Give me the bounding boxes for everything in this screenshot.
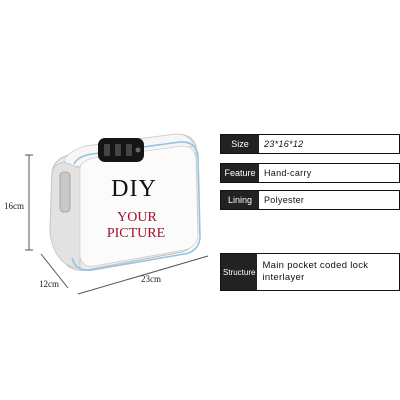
depth-dimension-line (40, 253, 69, 289)
case-front (79, 145, 199, 267)
spec-label-lining: Lining (221, 191, 259, 209)
zipper-line (71, 141, 201, 272)
width-dimension-label: 23cm (141, 274, 161, 284)
diy-print-line1: YOUR (117, 210, 157, 225)
height-dimension-label: 16cm (4, 201, 24, 211)
product-illustration: 16cm 12cm 23cm DIY YOUR PICTURE (4, 133, 209, 295)
diy-print-line2: PICTURE (106, 226, 166, 241)
case-side (49, 161, 81, 269)
spec-row-feature: Feature Hand-carry (220, 163, 400, 183)
width-dimension-line (77, 255, 209, 295)
spec-row-size: Size 23*16*12 (220, 134, 400, 154)
diy-print-title: DIY (111, 176, 157, 202)
spec-label-structure: Structure (221, 254, 258, 290)
spec-value-structure: Main pocket coded lock interlayer (262, 260, 369, 283)
spec-row-structure: Structure Main pocket coded lock interla… (220, 253, 400, 291)
spec-value-size: 23*16*12 (264, 139, 304, 149)
spec-label-size: Size (221, 135, 259, 153)
spec-row-lining: Lining Polyester (220, 190, 400, 210)
depth-dimension-label: 12cm (39, 279, 59, 289)
zipper-pull (59, 171, 71, 213)
travel-case-drawing (25, 133, 209, 295)
spec-value-feature: Hand-carry (264, 168, 312, 178)
spec-label-feature: Feature (221, 164, 259, 182)
lock-icon (98, 138, 144, 162)
spec-value-lining: Polyester (264, 195, 305, 205)
